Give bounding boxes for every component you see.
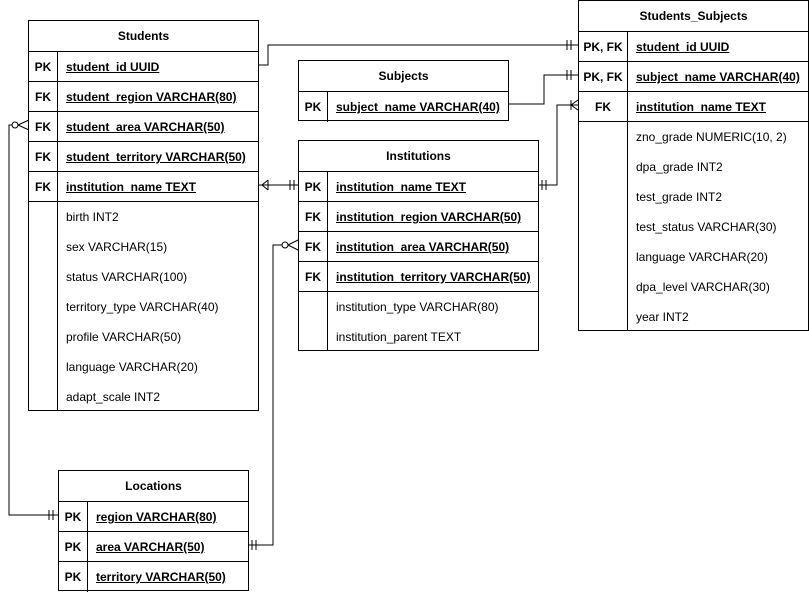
field-label: institution_type VARCHAR(80) (336, 300, 499, 314)
key-label: PK (299, 172, 328, 201)
key-label: PK (59, 502, 88, 531)
entity-row[interactable]: year INT2 (579, 302, 808, 332)
entity-row[interactable]: FK student_area VARCHAR(50) (29, 112, 258, 142)
edge-location-students (8, 124, 58, 516)
key-label: PK, FK (579, 62, 628, 91)
field-label: student_area VARCHAR(50) (66, 120, 225, 134)
entity-title: Institutions (299, 141, 538, 172)
field-label: sex VARCHAR(15) (66, 240, 168, 254)
field-label: institution_territory VARCHAR(50) (336, 270, 531, 284)
entity-row[interactable]: FK student_region VARCHAR(80) (29, 82, 258, 112)
entity-row[interactable]: territory_type VARCHAR(40) (29, 292, 258, 322)
entity-row[interactable]: institution_parent TEXT (299, 322, 538, 352)
field-label: student_id UUID (636, 40, 730, 54)
field-label: profile VARCHAR(50) (66, 330, 182, 344)
field-label: year INT2 (636, 310, 689, 324)
entity-title: Subjects (299, 61, 508, 92)
entity-row[interactable]: FK student_territory VARCHAR(50) (29, 142, 258, 172)
field-label: area VARCHAR(50) (96, 540, 205, 554)
entity-row[interactable]: PK region VARCHAR(80) (59, 502, 248, 532)
entity-row[interactable]: PK territory VARCHAR(50) (59, 562, 248, 592)
key-label: PK (59, 562, 88, 592)
field-label: test_status VARCHAR(30) (636, 220, 777, 234)
field-label: institution_area VARCHAR(50) (336, 240, 510, 254)
entity-row[interactable]: status VARCHAR(100) (29, 262, 258, 292)
field-label: student_id UUID (66, 60, 160, 74)
entity-row[interactable]: language VARCHAR(20) (579, 242, 808, 272)
field-label: status VARCHAR(100) (66, 270, 188, 284)
entity-row[interactable]: FK institution_name TEXT (579, 92, 808, 122)
entity-row[interactable]: birth INT2 (29, 202, 258, 232)
key-label: FK (29, 172, 58, 201)
edge-institution-subjects (538, 104, 578, 186)
entity-row[interactable]: test_grade INT2 (579, 182, 808, 212)
entity-students[interactable]: Students PK student_id UUID FK student_reg… (28, 20, 259, 411)
key-label: FK (579, 92, 628, 121)
entity-locations[interactable]: Locations PK region VARCHAR(80) PK area VA… (58, 470, 249, 592)
field-label: birth INT2 (66, 210, 119, 224)
key-label: FK (29, 82, 58, 111)
key-label: FK (29, 112, 58, 141)
key-label: FK (299, 262, 328, 291)
field-label: adapt_scale INT2 (66, 390, 161, 404)
entity-row[interactable]: test_status VARCHAR(30) (579, 212, 808, 242)
field-label: institution_name TEXT (336, 180, 467, 194)
entity-title: Students (29, 21, 258, 52)
field-label: student_territory VARCHAR(50) (66, 150, 246, 164)
entity-title: Students_Subjects (579, 1, 808, 32)
field-label: region VARCHAR(80) (96, 510, 217, 524)
entity-row[interactable]: PK subject_name VARCHAR(40) (299, 92, 508, 122)
entity-row[interactable]: PK, FK student_id UUID (579, 32, 808, 62)
key-column (29, 201, 58, 411)
entity-row[interactable]: sex VARCHAR(15) (29, 232, 258, 262)
entity-row[interactable]: FK institution_name TEXT (29, 172, 258, 202)
field-label: territory VARCHAR(50) (96, 570, 226, 584)
field-label: territory_type VARCHAR(40) (66, 300, 219, 314)
entity-row[interactable]: PK, FK subject_name VARCHAR(40) (579, 62, 808, 92)
key-label: PK (299, 92, 328, 122)
key-label: FK (299, 202, 328, 231)
edge-student-id (259, 44, 578, 66)
key-label: PK (59, 532, 88, 561)
key-label: PK (29, 52, 58, 81)
key-column (579, 121, 628, 331)
field-label: language VARCHAR(20) (66, 360, 198, 374)
field-label: institution_name TEXT (636, 100, 767, 114)
field-label: institution_parent TEXT (336, 330, 462, 344)
entity-row[interactable]: dpa_grade INT2 (579, 152, 808, 182)
field-label: dpa_grade INT2 (636, 160, 723, 174)
entity-institutions[interactable]: Institutions PK institution_name TEXT FK i… (298, 140, 539, 351)
entity-row[interactable]: adapt_scale INT2 (29, 382, 258, 412)
entity-row[interactable]: dpa_level VARCHAR(30) (579, 272, 808, 302)
entity-row[interactable]: FK institution_area VARCHAR(50) (299, 232, 538, 262)
key-label: PK, FK (579, 32, 628, 61)
field-label: language VARCHAR(20) (636, 250, 768, 264)
entity-row[interactable]: language VARCHAR(20) (29, 352, 258, 382)
edge-subject-name (508, 74, 578, 105)
entity-title: Locations (59, 471, 248, 502)
key-column (299, 291, 328, 351)
field-label: institution_name TEXT (66, 180, 197, 194)
field-label: dpa_level VARCHAR(30) (636, 280, 770, 294)
edge-location-institutions (248, 244, 282, 546)
field-label: zno_grade NUMERIC(10, 2) (636, 130, 787, 144)
field-label: institution_region VARCHAR(50) (336, 210, 522, 224)
entity-row[interactable]: FK institution_territory VARCHAR(50) (299, 262, 538, 292)
entity-row[interactable]: PK student_id UUID (29, 52, 258, 82)
entity-row[interactable]: zno_grade NUMERIC(10, 2) (579, 122, 808, 152)
key-label: FK (29, 142, 58, 171)
field-label: subject_name VARCHAR(40) (336, 100, 500, 114)
field-label: subject_name VARCHAR(40) (636, 70, 800, 84)
key-label: FK (299, 232, 328, 261)
entity-row[interactable]: institution_type VARCHAR(80) (299, 292, 538, 322)
entity-subjects[interactable]: Subjects PK subject_name VARCHAR(40) (298, 60, 509, 122)
field-label: test_grade INT2 (636, 190, 723, 204)
entity-row[interactable]: PK institution_name TEXT (299, 172, 538, 202)
entity-row[interactable]: FK institution_region VARCHAR(50) (299, 202, 538, 232)
entity-row[interactable]: PK area VARCHAR(50) (59, 532, 248, 562)
entity-row[interactable]: profile VARCHAR(50) (29, 322, 258, 352)
field-label: student_region VARCHAR(80) (66, 90, 237, 104)
